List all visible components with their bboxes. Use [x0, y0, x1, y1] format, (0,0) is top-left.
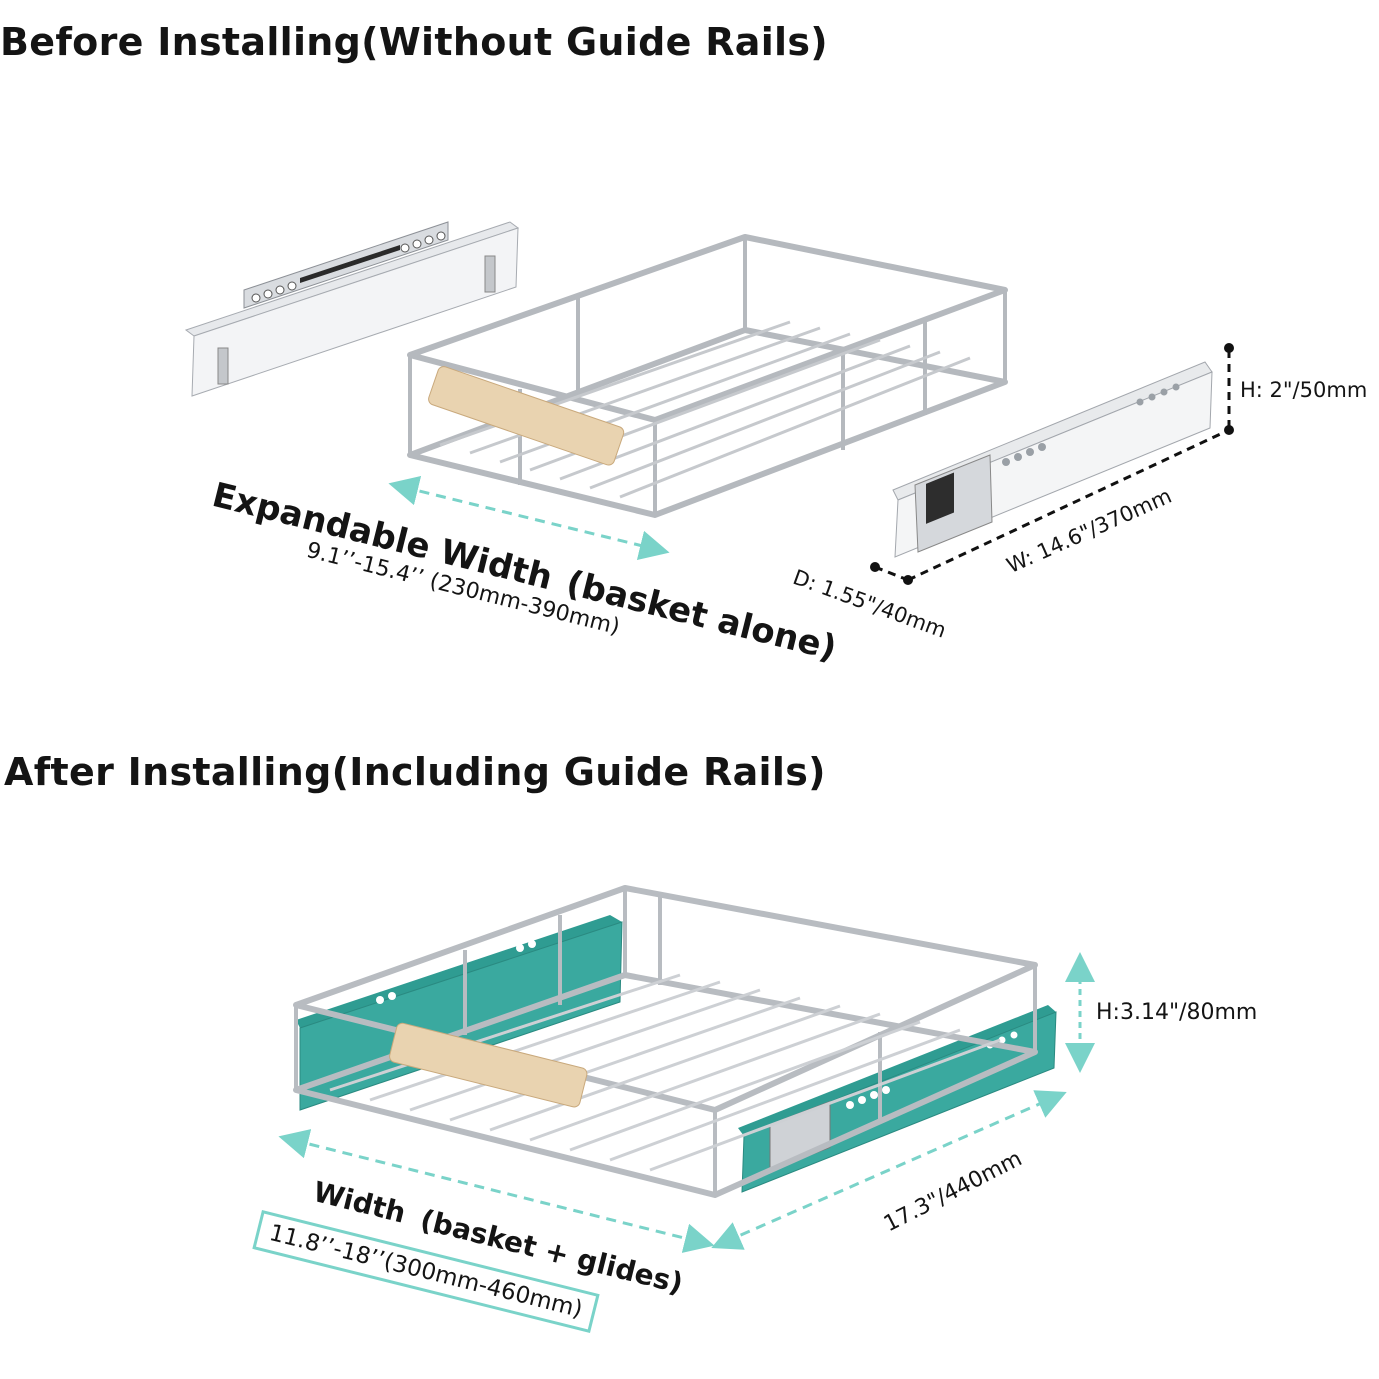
depth-arrow — [711, 1090, 1067, 1250]
wooden-handle-after — [389, 1022, 588, 1108]
before-installing-heading: Before Installing(Without Guide Rails) — [0, 20, 828, 64]
width-arrow — [278, 1129, 715, 1253]
after-height-label: H:3.14"/80mm — [1096, 1000, 1258, 1025]
expandable-width-arrow — [388, 476, 670, 560]
glide-rail-right — [892, 361, 1213, 558]
after-installing-heading: After Installing(Including Guide Rails) — [4, 750, 826, 794]
rail-height-label: H: 2"/50mm — [1240, 378, 1368, 402]
side-rail-left — [184, 221, 520, 397]
wooden-handle-before — [428, 366, 625, 466]
rail-dimension-lines — [870, 343, 1234, 585]
